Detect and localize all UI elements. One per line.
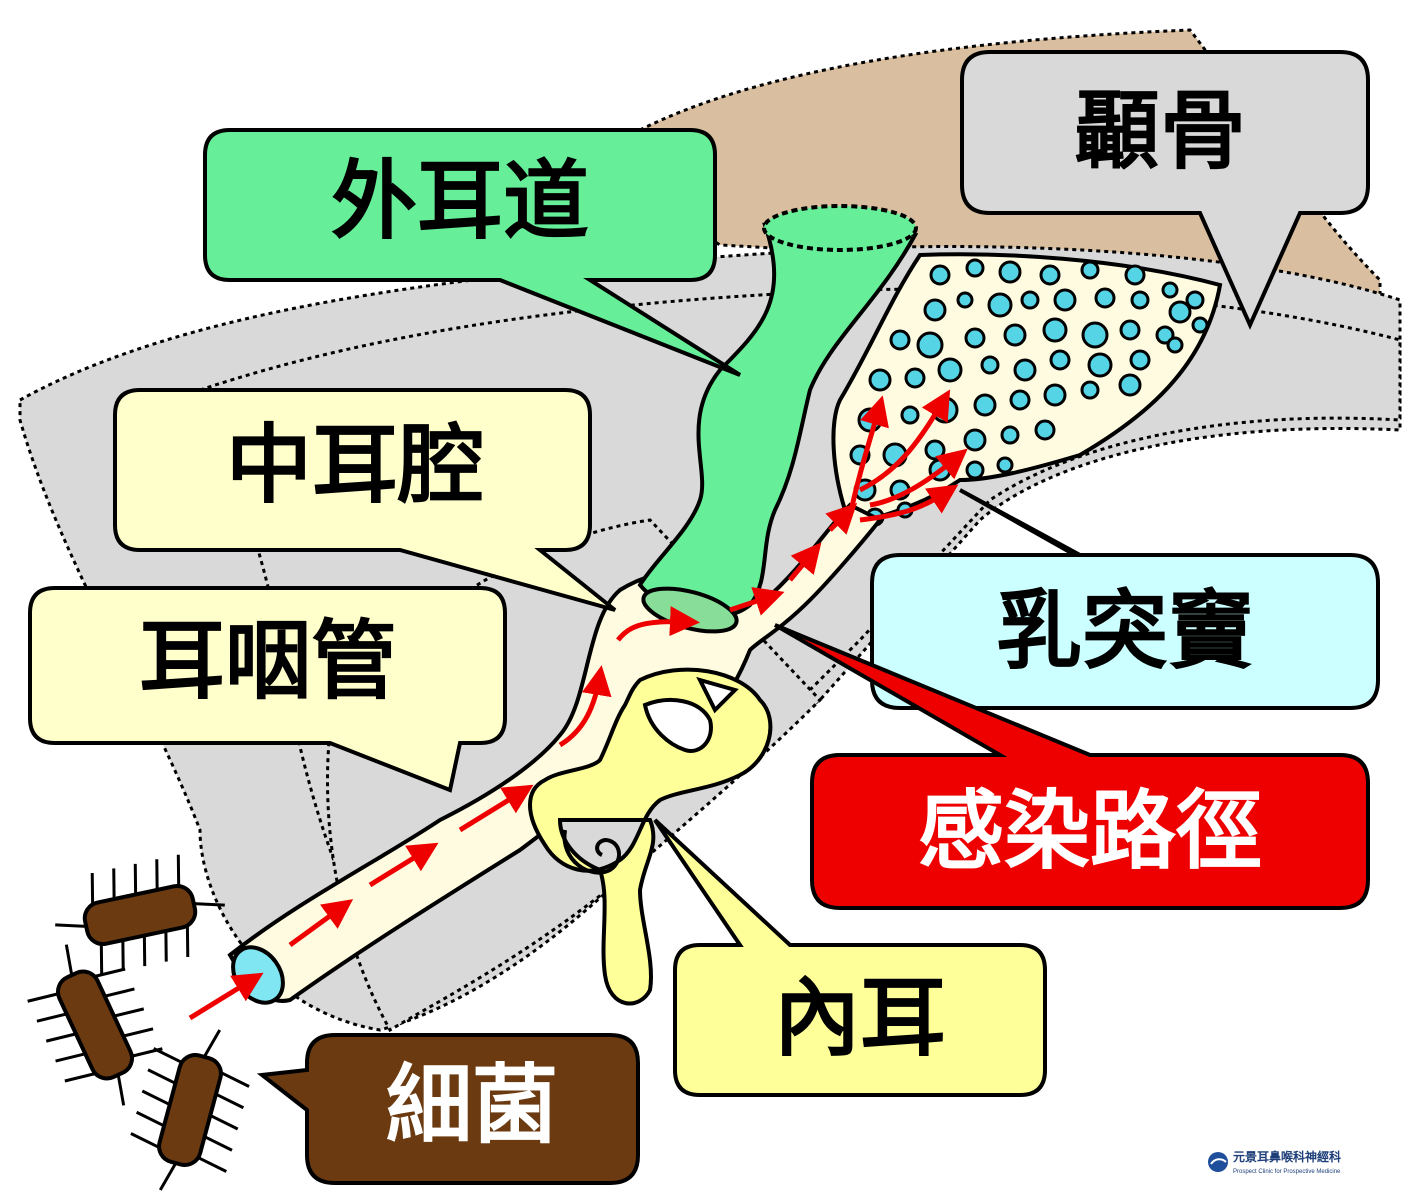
air-cell xyxy=(1087,352,1113,378)
air-cell xyxy=(998,260,1022,284)
air-cell xyxy=(889,329,911,351)
callout-temporal-bone: 顳骨 xyxy=(960,50,1370,330)
callout-mastoid: 乳突竇 xyxy=(870,488,1380,710)
air-cell xyxy=(929,264,951,286)
callout-middle-ear-cavity: 中耳腔 xyxy=(113,388,617,612)
clinic-logo-subtitle: Prospect Clinic for Prospective Medicine xyxy=(1233,1169,1341,1175)
air-cell xyxy=(937,357,963,383)
air-cell xyxy=(1080,260,1100,280)
air-cell xyxy=(1000,425,1020,445)
air-cell xyxy=(1166,336,1184,354)
air-cell xyxy=(1020,290,1040,310)
air-cell xyxy=(924,439,946,461)
infection-route-arrows xyxy=(188,389,968,1021)
air-cell xyxy=(1129,349,1151,371)
air-cell xyxy=(1119,319,1141,341)
air-cell xyxy=(1043,383,1067,407)
air-cell xyxy=(956,291,974,309)
air-cell xyxy=(900,405,920,425)
infection-route-arrow xyxy=(729,587,785,616)
callout-bacteria: 細菌 xyxy=(256,1033,640,1185)
air-cell xyxy=(1013,358,1037,382)
label-external-ear-canal: 外耳道 xyxy=(331,151,589,252)
air-cell xyxy=(987,292,1013,318)
clinic-logo: 元景耳鼻喉科神經科 Prospect Clinic for Prospectiv… xyxy=(1208,1149,1341,1175)
callout-inner-ear: 內耳 xyxy=(653,818,1047,1097)
label-temporal-bone: 顳骨 xyxy=(1074,81,1246,182)
label-infection-route: 感染路徑 xyxy=(918,781,1262,882)
air-cell xyxy=(1042,317,1068,343)
air-cell xyxy=(1118,373,1142,397)
inner-ear-opening xyxy=(642,698,713,753)
infection-route-arrow xyxy=(288,899,354,948)
infection-route-arrow xyxy=(847,395,889,516)
infection-route-arrow xyxy=(458,784,534,833)
label-middle-ear-cavity: 中耳腔 xyxy=(226,415,484,516)
air-cell xyxy=(1080,380,1100,400)
air-cell xyxy=(1003,323,1027,347)
clinic-logo-icon xyxy=(1208,1152,1228,1172)
label-eustachian-tube: 耳咽管 xyxy=(139,611,397,712)
inner-ear-shape xyxy=(528,667,773,1006)
label-inner-ear: 內耳 xyxy=(774,968,946,1069)
callout-eustachian-tube: 耳咽管 xyxy=(28,586,507,793)
air-cell xyxy=(980,355,1000,375)
label-bacteria: 細菌 xyxy=(386,1055,558,1156)
air-cell xyxy=(916,331,944,359)
air-cell xyxy=(1081,321,1109,349)
infection-route-arrow xyxy=(558,665,612,748)
callout-external-ear-canal: 外耳道 xyxy=(203,128,742,377)
external-ear-canal-top xyxy=(762,204,918,252)
air-cell xyxy=(868,368,892,392)
clinic-logo-name: 元景耳鼻喉科神經科 xyxy=(1233,1149,1341,1164)
air-cell xyxy=(1191,316,1209,334)
air-cell xyxy=(1185,290,1205,310)
air-cell xyxy=(1094,287,1116,309)
infection-route-arrow xyxy=(788,542,822,582)
air-cell xyxy=(965,460,985,480)
air-cell xyxy=(1130,290,1150,310)
air-cell xyxy=(923,298,947,322)
air-cell xyxy=(904,367,926,389)
air-cell xyxy=(1034,419,1056,441)
air-cell xyxy=(1039,264,1061,286)
inner-ear-opening-small xyxy=(696,676,739,714)
callout-infection-route: 感染路徑 xyxy=(773,623,1370,910)
infection-route-arrow xyxy=(616,606,700,642)
air-cell xyxy=(965,258,985,278)
infection-route-arrow xyxy=(368,842,439,888)
air-cell xyxy=(1124,264,1146,286)
air-cell xyxy=(1009,389,1031,411)
bacteria-group xyxy=(27,854,250,1191)
cochlea-spiral xyxy=(562,829,621,875)
infection-route-arrow xyxy=(825,502,858,535)
air-cell xyxy=(973,393,997,417)
bacterium xyxy=(55,854,225,976)
bacterium xyxy=(27,944,163,1106)
air-cell xyxy=(1168,300,1192,324)
air-cell xyxy=(964,327,986,349)
air-cell xyxy=(963,428,987,452)
infection-route-arrow xyxy=(858,389,951,493)
air-cell xyxy=(996,456,1014,474)
infection-route-arrow xyxy=(869,448,968,508)
air-cell xyxy=(1053,288,1077,312)
air-cell xyxy=(1049,349,1071,371)
bacterium xyxy=(130,1029,250,1191)
infection-route-arrow xyxy=(859,484,959,523)
air-cell xyxy=(1161,281,1179,299)
infection-route-arrow xyxy=(188,972,264,1021)
label-mastoid-air-cells: 乳突竇 xyxy=(996,581,1254,682)
